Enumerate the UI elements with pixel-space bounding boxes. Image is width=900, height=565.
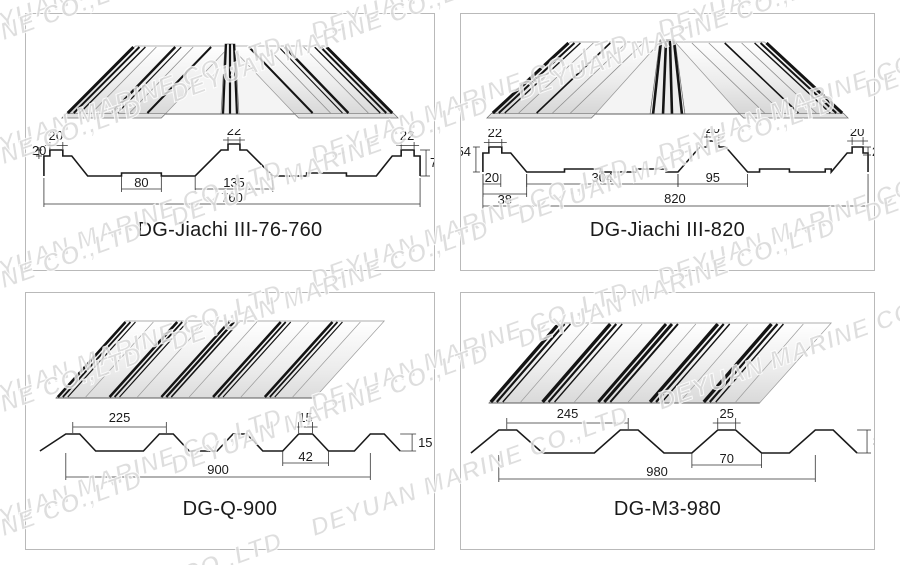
- dim-label: 33: [873, 434, 874, 449]
- dim-label: 20: [850, 129, 864, 139]
- dim-label: 22: [400, 129, 414, 143]
- panel-title: DG-Q-900: [182, 498, 278, 520]
- dim-label: 980: [646, 464, 668, 479]
- dim-label: 20: [706, 129, 720, 136]
- dim-label: 76: [430, 155, 434, 170]
- panel-dg-jiachi-iii-76-760: 20 20 22 22 80 135 760 76 DG-Jiachi III-…: [25, 13, 435, 271]
- dim-label: 135: [223, 175, 245, 190]
- dim-label: 95: [706, 170, 720, 185]
- dim-label: 20: [872, 144, 874, 159]
- dim-label: 245: [557, 408, 579, 421]
- panel-title: DG-Jiachi III-76-760: [137, 219, 323, 241]
- dim-label: 760: [221, 190, 243, 205]
- panel-title: DG-M3-980: [613, 498, 722, 520]
- dim-label: 15: [418, 435, 432, 450]
- dim-label: 25: [720, 408, 734, 421]
- cross-section-1: 22 54 20 38 304 20 95 820 20 20: [461, 129, 874, 224]
- dim-label: 20: [485, 170, 499, 185]
- dim-label: 20: [32, 143, 46, 158]
- dim-label: 54: [461, 144, 471, 159]
- panel-dg-jiachi-iii-820: 22 54 20 38 304 20 95 820 20 20 DG-Jiach…: [460, 13, 875, 271]
- dim-label: 22: [488, 129, 502, 140]
- dim-label: 80: [134, 175, 148, 190]
- panel-title: DG-Jiachi III-820: [589, 219, 746, 241]
- dim-label: 22: [227, 129, 241, 138]
- dim-label: 15: [298, 410, 312, 425]
- dim-label: 70: [720, 451, 734, 466]
- dim-label: 38: [498, 192, 512, 207]
- cross-section-0: 20 20 22 22 80 135 760 76: [26, 129, 434, 224]
- panel-dg-m3-980: 245 25 70 980 33 DG-M3-980: [460, 292, 875, 550]
- sheet-render-3: [461, 293, 874, 413]
- cross-section-3: 245 25 70 980 33: [461, 408, 874, 503]
- dim-label: 42: [298, 449, 312, 464]
- sheet-render-0: [26, 14, 434, 134]
- dim-label: 304: [592, 170, 614, 185]
- cross-section-2: 225 15 42 900 15: [26, 408, 434, 503]
- dim-label: 225: [109, 410, 131, 425]
- sheet-render-2: [26, 293, 434, 413]
- panel-dg-q-900: 225 15 42 900 15 DG-Q-900: [25, 292, 435, 550]
- dim-label: 900: [207, 462, 229, 477]
- dim-label: 20: [49, 129, 63, 143]
- sheet-render-1: [461, 14, 874, 134]
- dim-label: 820: [664, 191, 686, 206]
